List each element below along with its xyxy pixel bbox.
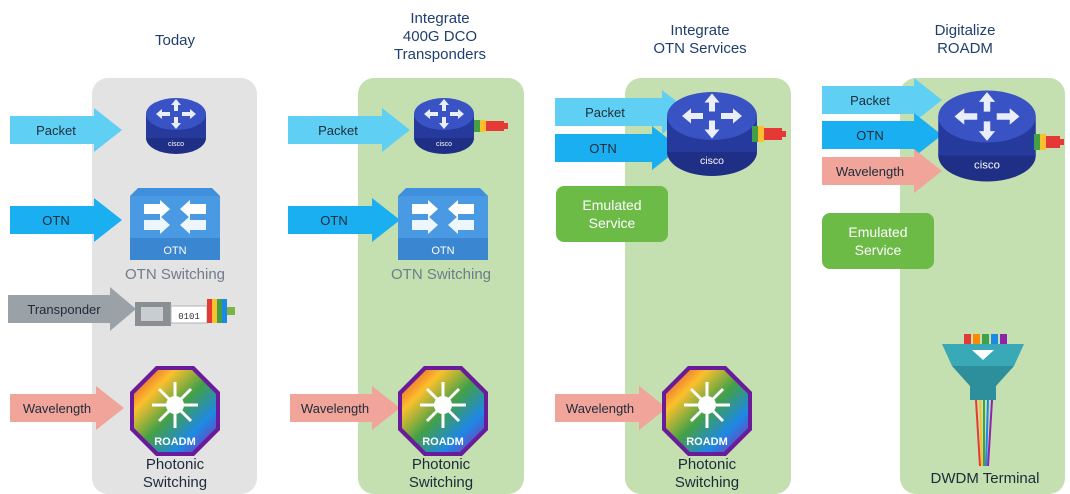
wavelength-label-3: Wavelength xyxy=(565,400,635,416)
otn-arrow-4: OTN xyxy=(822,113,942,157)
dco-plug-icon-3 xyxy=(752,122,786,146)
photonic-switching-caption-3: Photonic Switching xyxy=(674,456,740,491)
dwdm-terminal-caption: DWDM Terminal xyxy=(930,470,1040,487)
router-icon-4: cisco xyxy=(935,84,1039,188)
roadm-icon: ROADM xyxy=(130,366,220,456)
photonic-switching-caption: Photonic Switching xyxy=(142,456,208,491)
dco-plug-icon-4 xyxy=(1034,130,1064,154)
otn-switching-caption-2: OTN Switching xyxy=(390,266,492,283)
photonic-switching-caption-2: Photonic Switching xyxy=(408,456,474,491)
otn-arrow: OTN xyxy=(10,198,122,242)
packet-arrow-3: Packet xyxy=(555,90,690,134)
dwdm-terminal-icon xyxy=(938,332,1028,468)
wavelength-arrow-3: Wavelength xyxy=(555,386,667,430)
roadm-label: ROADM xyxy=(154,436,196,448)
wavelength-label-2: Wavelength xyxy=(300,400,370,416)
packet-label-2: Packet xyxy=(318,122,358,138)
otn-arrow-3: OTN xyxy=(555,126,680,170)
roadm-label-3: ROADM xyxy=(686,436,728,448)
wavelength-arrow-2: Wavelength xyxy=(290,386,400,430)
otn-switch-label-2: OTN xyxy=(431,245,454,257)
wavelength-arrow-4: Wavelength xyxy=(822,149,942,193)
otn-label-3: OTN xyxy=(589,140,617,156)
packet-label-4: Packet xyxy=(850,92,890,108)
transponder-label: Transponder xyxy=(27,301,101,317)
otn-switch-icon: OTN xyxy=(130,182,220,262)
packet-arrow-4: Packet xyxy=(822,78,942,122)
router-brand: cisco xyxy=(168,141,184,148)
router-icon-3: cisco xyxy=(664,86,760,182)
wavelength-arrow: Wavelength xyxy=(10,386,124,430)
otn-label: OTN xyxy=(42,212,70,228)
emulated-service-badge-4: Emulated Service xyxy=(822,213,934,269)
packet-label-3: Packet xyxy=(585,104,625,120)
roadm-icon-2: ROADM xyxy=(398,366,488,456)
router-brand-2: cisco xyxy=(436,141,452,148)
packet-arrow-2: Packet xyxy=(288,108,410,152)
column-title-today: Today xyxy=(154,32,196,49)
packet-arrow: Packet xyxy=(10,108,122,152)
otn-label-4: OTN xyxy=(856,127,884,143)
otn-switch-label: OTN xyxy=(163,245,186,257)
column-title-digitalize-roadm: Digitalize ROADM xyxy=(934,22,996,57)
dco-plug-icon xyxy=(474,116,508,136)
transponder-arrow: Transponder xyxy=(8,287,136,331)
otn-arrow-2: OTN xyxy=(288,198,400,242)
transponder-bits: 0101 xyxy=(178,312,200,322)
column-title-integrate-otn: Integrate OTN Services xyxy=(653,22,747,57)
otn-switching-caption: OTN Switching xyxy=(124,266,226,283)
router-brand-4: cisco xyxy=(974,160,1000,172)
router-icon: cisco xyxy=(144,94,208,158)
wavelength-label: Wavelength xyxy=(22,400,92,416)
column-title-integrate-dco: Integrate 400G DCO Transponders xyxy=(394,10,486,63)
transponder-icon: 0101 xyxy=(135,293,235,327)
router-icon-2: cisco xyxy=(412,94,476,158)
emulated-service-badge: Emulated Service xyxy=(556,186,668,242)
otn-label-2: OTN xyxy=(320,212,348,228)
router-brand-3: cisco xyxy=(700,155,724,167)
wavelength-label-4: Wavelength xyxy=(835,163,905,179)
roadm-label-2: ROADM xyxy=(422,436,464,448)
roadm-icon-3: ROADM xyxy=(662,366,752,456)
otn-switch-icon-2: OTN xyxy=(398,182,488,262)
packet-label: Packet xyxy=(36,122,76,138)
